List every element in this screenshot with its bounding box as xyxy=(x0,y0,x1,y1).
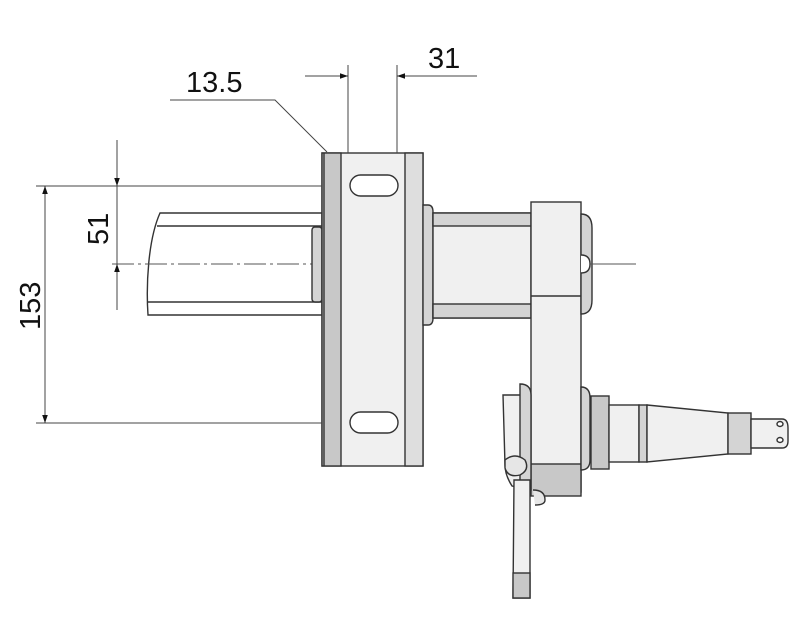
dimension-153: 153 xyxy=(15,185,322,424)
slot-hole-bottom xyxy=(349,411,399,434)
brake-lever xyxy=(502,383,546,599)
dim-text-153: 153 xyxy=(15,282,47,330)
dim-text-13-5: 13.5 xyxy=(186,67,242,99)
slot-hole-top xyxy=(349,174,399,197)
dimension-31: 31 xyxy=(305,43,477,153)
dimension-13-5: 13.5 xyxy=(170,67,328,153)
axle-tube xyxy=(112,212,323,316)
shaft xyxy=(422,204,532,326)
dim-text-51: 51 xyxy=(83,213,115,245)
mounting-plate xyxy=(321,152,424,467)
spindle xyxy=(580,386,789,471)
dim-text-31: 31 xyxy=(428,43,460,75)
torsion-arm xyxy=(530,201,636,497)
dimension-51: 51 xyxy=(83,140,120,310)
